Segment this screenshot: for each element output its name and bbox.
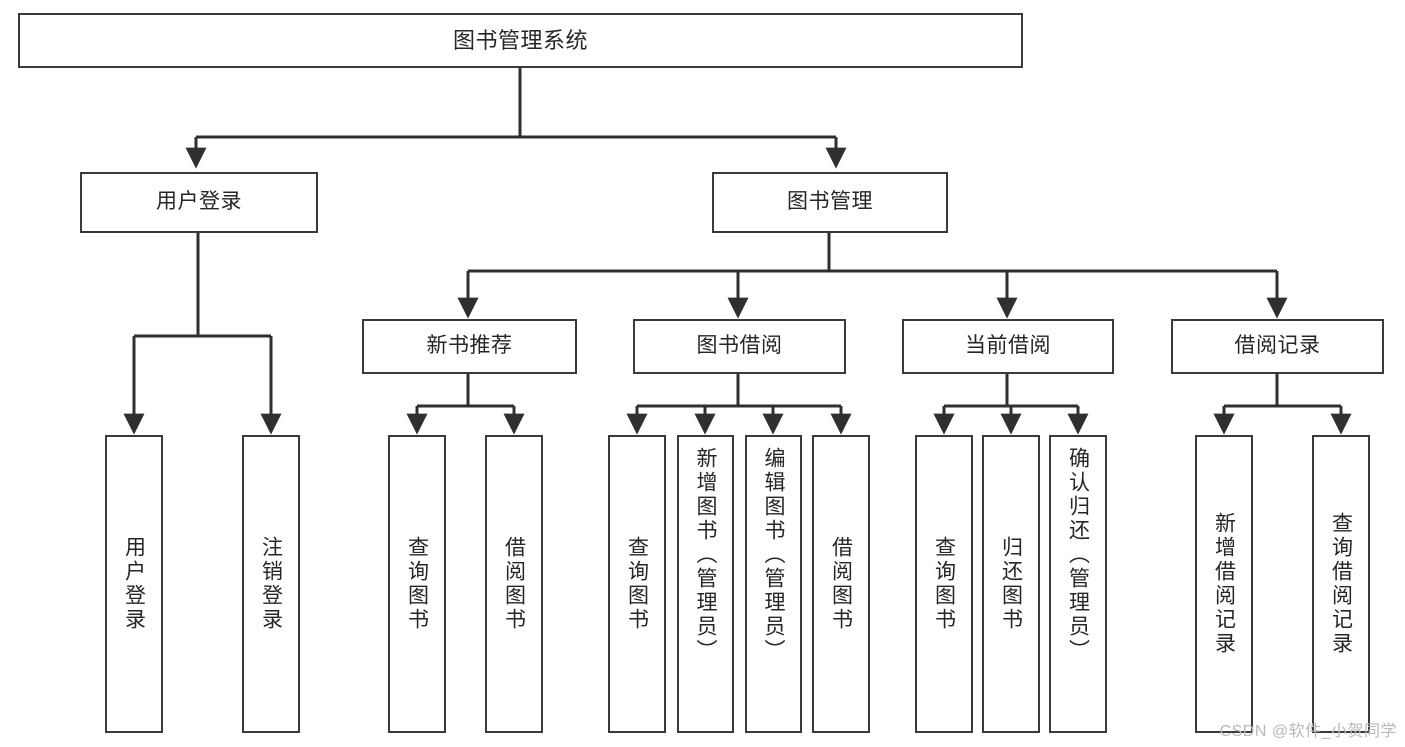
node-current-borrow[interactable]: 当前借阅 bbox=[902, 319, 1114, 374]
leaf-return-book-label: 归还图书 bbox=[999, 536, 1023, 632]
leaf-logout-label: 注销登录 bbox=[259, 536, 283, 632]
leaf-user-login[interactable]: 用户登录 bbox=[105, 435, 163, 733]
leaf-return-book[interactable]: 归还图书 bbox=[982, 435, 1040, 733]
node-borrow-records-label: 借阅记录 bbox=[1234, 334, 1321, 358]
leaf-borrow-book-label: 借阅图书 bbox=[829, 536, 853, 632]
leaf-borrow-book[interactable]: 借阅图书 bbox=[812, 435, 870, 733]
node-root-label: 图书管理系统 bbox=[452, 27, 588, 53]
leaf-confirm-return-admin-label: 确认归还（管理员） bbox=[1066, 447, 1090, 663]
leaf-logout[interactable]: 注销登录 bbox=[242, 435, 300, 733]
node-user-login[interactable]: 用户登录 bbox=[80, 172, 318, 233]
node-book-management-label: 图书管理 bbox=[787, 190, 873, 214]
node-new-book-recommend-label: 新书推荐 bbox=[426, 334, 513, 358]
node-current-borrow-label: 当前借阅 bbox=[965, 334, 1051, 358]
leaf-add-borrow-record-label: 新增借阅记录 bbox=[1212, 512, 1236, 656]
node-book-management[interactable]: 图书管理 bbox=[712, 172, 948, 233]
leaf-user-login-label: 用户登录 bbox=[122, 536, 146, 632]
node-book-borrow-label: 图书借阅 bbox=[696, 334, 783, 358]
node-root[interactable]: 图书管理系统 bbox=[18, 13, 1023, 68]
node-new-book-recommend[interactable]: 新书推荐 bbox=[362, 319, 577, 374]
node-user-login-label: 用户登录 bbox=[156, 190, 242, 214]
leaf-add-book-admin-label: 新增图书（管理员） bbox=[694, 447, 717, 663]
node-book-borrow[interactable]: 图书借阅 bbox=[633, 319, 846, 374]
leaf-edit-book-admin[interactable]: 编辑图书（管理员） bbox=[745, 435, 802, 733]
leaf-current-query-book-label: 查询图书 bbox=[932, 536, 956, 632]
leaf-confirm-return-admin[interactable]: 确认归还（管理员） bbox=[1049, 435, 1107, 733]
node-borrow-records[interactable]: 借阅记录 bbox=[1171, 319, 1384, 374]
leaf-new-query-book-label: 查询图书 bbox=[405, 536, 429, 632]
leaf-edit-book-admin-label: 编辑图书（管理员） bbox=[762, 447, 785, 663]
leaf-current-query-book[interactable]: 查询图书 bbox=[915, 435, 973, 733]
leaf-add-borrow-record[interactable]: 新增借阅记录 bbox=[1195, 435, 1253, 733]
leaf-borrow-query-book-label: 查询图书 bbox=[625, 536, 649, 632]
leaf-add-book-admin[interactable]: 新增图书（管理员） bbox=[677, 435, 734, 733]
leaf-query-borrow-record[interactable]: 查询借阅记录 bbox=[1312, 435, 1370, 733]
leaf-new-borrow-book-label: 借阅图书 bbox=[502, 536, 526, 632]
leaf-new-borrow-book[interactable]: 借阅图书 bbox=[485, 435, 543, 733]
leaf-borrow-query-book[interactable]: 查询图书 bbox=[608, 435, 666, 733]
leaf-new-query-book[interactable]: 查询图书 bbox=[388, 435, 446, 733]
leaf-query-borrow-record-label: 查询借阅记录 bbox=[1329, 512, 1353, 656]
